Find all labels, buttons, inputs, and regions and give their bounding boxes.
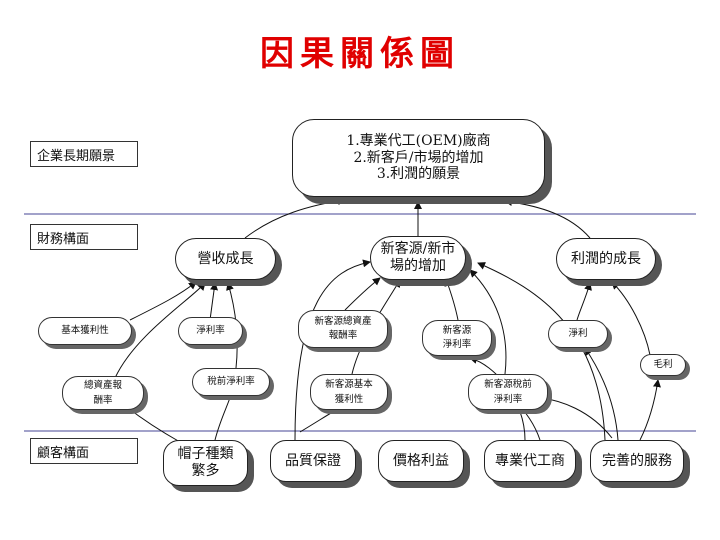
node-new-basic-profitability: 新客源基本 獲利性 xyxy=(310,374,388,410)
node-service: 完善的服務 xyxy=(590,440,684,482)
layer-label-finance: 財務構面 xyxy=(30,224,138,250)
node-quality: 品質保證 xyxy=(270,440,356,482)
goal-node: 1.專業代工(OEM)廠商 2.新客戶/市場的增加 3.利潤的願景 xyxy=(292,119,545,197)
arrow-profit-goal xyxy=(504,198,591,239)
node-hat-variety: 帽子種類 繁多 xyxy=(163,440,248,486)
node-basic-profitability: 基本獲利性 xyxy=(38,317,132,345)
arrow-netprofit-profit xyxy=(576,282,592,321)
arrow-revenue-goal xyxy=(244,197,346,239)
arrow-newnet-market xyxy=(444,278,459,321)
node-new-asset-return: 新客源總資產 報酬率 xyxy=(298,310,388,348)
node-oem: 專業代工商 xyxy=(484,440,576,482)
node-new-pretax-margin: 新客源稅前 淨利率 xyxy=(468,374,548,410)
layer-label-vision: 企業長期願景 xyxy=(30,141,138,167)
page-title: 因果關係圖 xyxy=(260,34,460,74)
node-profit-growth: 利潤的成長 xyxy=(556,238,656,280)
goal-line-2: 2.新客戶/市場的增加 xyxy=(353,149,484,166)
arrow-basic-revenue xyxy=(129,281,197,321)
goal-line-3: 3.利潤的願景 xyxy=(376,166,461,183)
layer-label-customer: 顧客構面 xyxy=(30,438,138,464)
arrow-service-netprofit xyxy=(584,347,619,441)
arrow-hat-pretax xyxy=(214,391,234,441)
arrow-service-gross xyxy=(639,379,661,441)
node-net-profit: 淨利 xyxy=(548,320,608,348)
node-net-margin: 淨利率 xyxy=(178,317,243,345)
arrow-newasset-market xyxy=(344,277,381,311)
arrow-service-market xyxy=(477,262,606,441)
arrow-newpretax-market xyxy=(469,269,507,375)
node-asset-turnover: 總資產報 酬率 xyxy=(62,376,144,410)
arrow-asset-revenue xyxy=(114,282,206,379)
node-new-market: 新客源/新市 場的增加 xyxy=(370,236,466,280)
arrow-gross-profit xyxy=(611,281,651,356)
node-new-net-margin: 新客源 淨利率 xyxy=(422,320,492,356)
node-revenue-growth: 營收成長 xyxy=(175,238,276,280)
node-price: 價格利益 xyxy=(378,440,464,482)
node-pretax-margin: 稅前淨利率 xyxy=(192,368,270,396)
node-gross-profit: 毛利 xyxy=(640,354,686,376)
goal-line-1: 1.專業代工(OEM)廠商 xyxy=(346,132,491,149)
arrow-net-revenue xyxy=(209,282,219,321)
arrow-quality-newbasic xyxy=(294,259,371,441)
